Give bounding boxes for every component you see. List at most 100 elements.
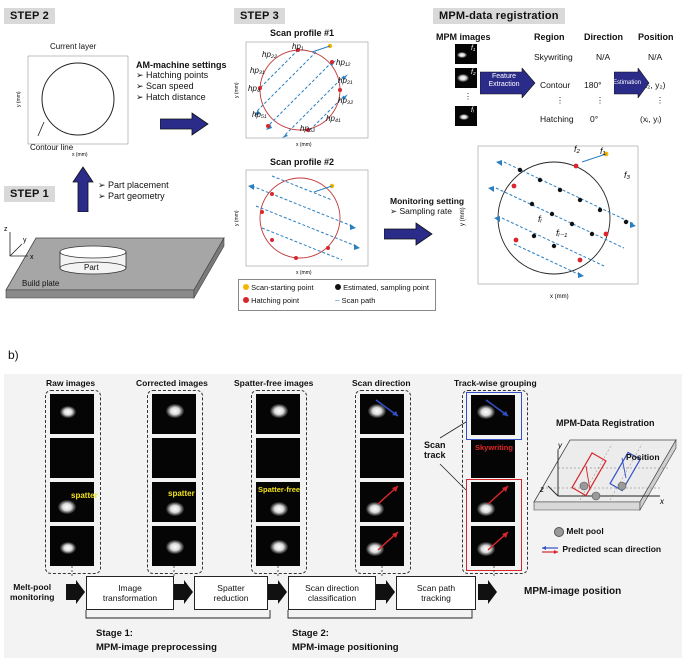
scan-direction-column	[355, 390, 411, 574]
part-item: ➢ Part geometry	[98, 191, 165, 201]
red-arrow-icon	[377, 485, 399, 505]
legend: Scan-starting point Estimated, sampling …	[238, 279, 436, 311]
step1-label: STEP 1	[4, 186, 55, 202]
up-arrow-icon	[72, 166, 94, 212]
table-cell: (xᵢ, yᵢ)	[640, 114, 662, 124]
scan-direction-legend: Predicted scan direction	[540, 544, 661, 555]
hp-label: hp₁	[292, 42, 304, 51]
red-arrow-icon	[487, 485, 509, 505]
svg-text:x: x	[30, 254, 34, 261]
table-cell: 180°	[584, 80, 602, 90]
monitoring-settings: Monitoring setting ➢ Sampling rate	[390, 196, 464, 217]
col-region: Region	[534, 32, 565, 42]
svg-text:y (mm): y (mm)	[234, 210, 240, 226]
scan-profile-2-plot: y (mm) x (mm)	[234, 169, 369, 276]
vertical-ellipsis: ⋮	[596, 96, 604, 105]
yellow-dot-icon	[243, 284, 249, 290]
mpm-image	[50, 482, 94, 522]
dashed-line-icon: ╌	[335, 296, 340, 305]
am-settings-title: AM-machine settings	[136, 60, 227, 70]
mpm-image	[455, 68, 477, 88]
mpm-image	[256, 438, 300, 478]
mpm-registration-label: MPM-data registration	[433, 8, 565, 24]
hp-label: hp₂₂	[262, 50, 277, 59]
mpm-image	[152, 394, 196, 434]
registration-plot: y (mm) x (mm)	[460, 145, 639, 300]
panel-b-label: b)	[8, 348, 19, 362]
right-arrow-icon	[160, 112, 209, 136]
mpm-image	[50, 394, 94, 434]
hp-label: hp₃₂	[338, 96, 354, 105]
table-cell: Hatching	[540, 114, 574, 124]
flow-arrow-icon	[376, 580, 395, 604]
contour-line-label: Contour line	[30, 143, 74, 152]
spatter-free-label: Spatter-free	[258, 485, 301, 494]
double-arrow-icon	[542, 545, 558, 554]
panel-b-background	[4, 374, 682, 658]
am-settings: AM-machine settings ➢ Hatching points ➢ …	[136, 60, 227, 103]
flow-arrow-icon	[66, 580, 85, 604]
table-cell: 0°	[590, 114, 599, 124]
scan-profile-1-plot: y (mm) x (mm)	[234, 41, 369, 148]
mpm-image	[360, 482, 404, 522]
col-title: Track-wise grouping	[454, 378, 537, 388]
current-layer-plot: y (mm) x (mm)	[16, 55, 129, 158]
svg-text:z: z	[4, 226, 8, 233]
col-title: Scan direction	[352, 378, 411, 388]
stage-brackets	[85, 610, 473, 619]
img-label: f₁	[471, 45, 476, 52]
table-cell: Contour	[540, 80, 571, 90]
svg-text:y (mm): y (mm)	[460, 207, 466, 226]
position-label: Position	[626, 452, 660, 462]
mpm-image	[256, 526, 300, 566]
feature-extraction-label: Feature Extraction	[488, 73, 520, 88]
blue-arrow-icon	[375, 399, 399, 417]
svg-text:x (mm): x (mm)	[72, 152, 88, 158]
current-layer-label: Current layer	[50, 42, 97, 51]
mpm-image	[360, 438, 404, 478]
hp-label: hp₄	[248, 84, 261, 93]
table-cell: N/A	[648, 52, 663, 62]
svg-text:x (mm): x (mm)	[296, 142, 312, 148]
scan-track-pointers	[439, 421, 467, 491]
track-grouping-column	[462, 390, 528, 574]
red-arrow-icon	[377, 531, 399, 551]
spatter-label: spatter	[168, 489, 195, 498]
step3-label: STEP 3	[234, 8, 285, 24]
am-setting-item: ➢ Hatching points	[136, 70, 209, 80]
legend-path: ╌ Scan path	[335, 296, 376, 305]
spatter-label: spatter	[71, 491, 98, 500]
hp-label: hp₅₂	[300, 124, 316, 133]
svg-text:x: x	[659, 497, 665, 506]
red-arrow-icon	[487, 531, 509, 551]
melt-pool-icon	[554, 526, 564, 537]
mpm-image	[50, 438, 94, 478]
hp-label: hp₂₁	[338, 76, 353, 85]
col-title: Spatter-free images	[234, 378, 314, 388]
legend-start: Scan-starting point	[243, 283, 314, 292]
hp-label: hp₅₁	[252, 110, 267, 119]
vertical-ellipsis: ⋮	[656, 96, 664, 105]
svg-text:y: y	[557, 441, 563, 450]
skywriting-label: Skywriting	[475, 443, 513, 452]
registration-diagram: y z x	[533, 438, 677, 512]
svg-text:x (mm): x (mm)	[296, 270, 312, 276]
legend-hatching: Hatching point	[243, 296, 299, 305]
mpm-image	[50, 526, 94, 566]
col-images: MPM images	[436, 32, 491, 42]
mpm-registration-title: MPM-Data Registration	[556, 418, 655, 428]
col-position: Position	[638, 32, 674, 42]
table-cell: N/A	[596, 52, 611, 62]
vertical-ellipsis: ⋮	[556, 96, 564, 105]
am-setting-item: ➢ Hatch distance	[136, 92, 206, 102]
mpm-image	[455, 106, 477, 126]
step2-label: STEP 2	[4, 8, 55, 24]
scan-track-label: Scan track	[424, 440, 446, 460]
stage1-label: Stage 1:	[96, 628, 133, 639]
red-dot-icon	[243, 297, 249, 303]
hp-label: hp₄₁	[326, 114, 341, 123]
scan-direction-classification-box: Scan direction classification	[288, 576, 376, 610]
mpm-image	[471, 482, 515, 522]
hp-label: hp₃₁	[250, 66, 265, 75]
flow-arrow-icon	[174, 580, 193, 604]
